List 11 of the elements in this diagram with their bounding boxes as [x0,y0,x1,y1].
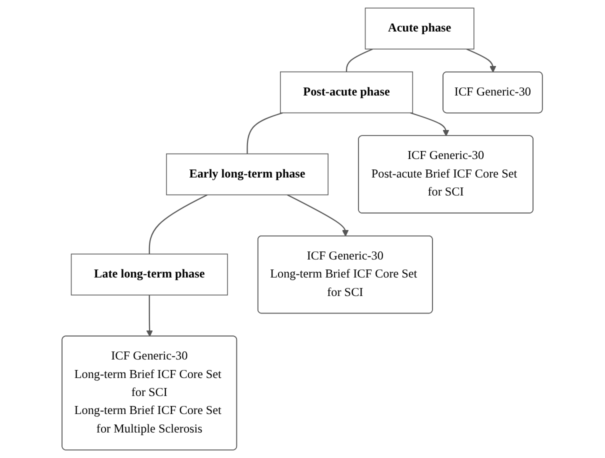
arrow [146,295,154,337]
connector [149,194,208,254]
connector [246,112,284,154]
connector [346,48,374,72]
node-box: Early long-term phase [166,153,329,196]
arrow [410,112,450,136]
node-box: Late long-term phase [71,254,228,296]
node-box: Post-acute phase [280,71,414,114]
arrow [287,194,349,236]
node-box: Acute phase [365,8,475,50]
arrow [466,48,496,73]
